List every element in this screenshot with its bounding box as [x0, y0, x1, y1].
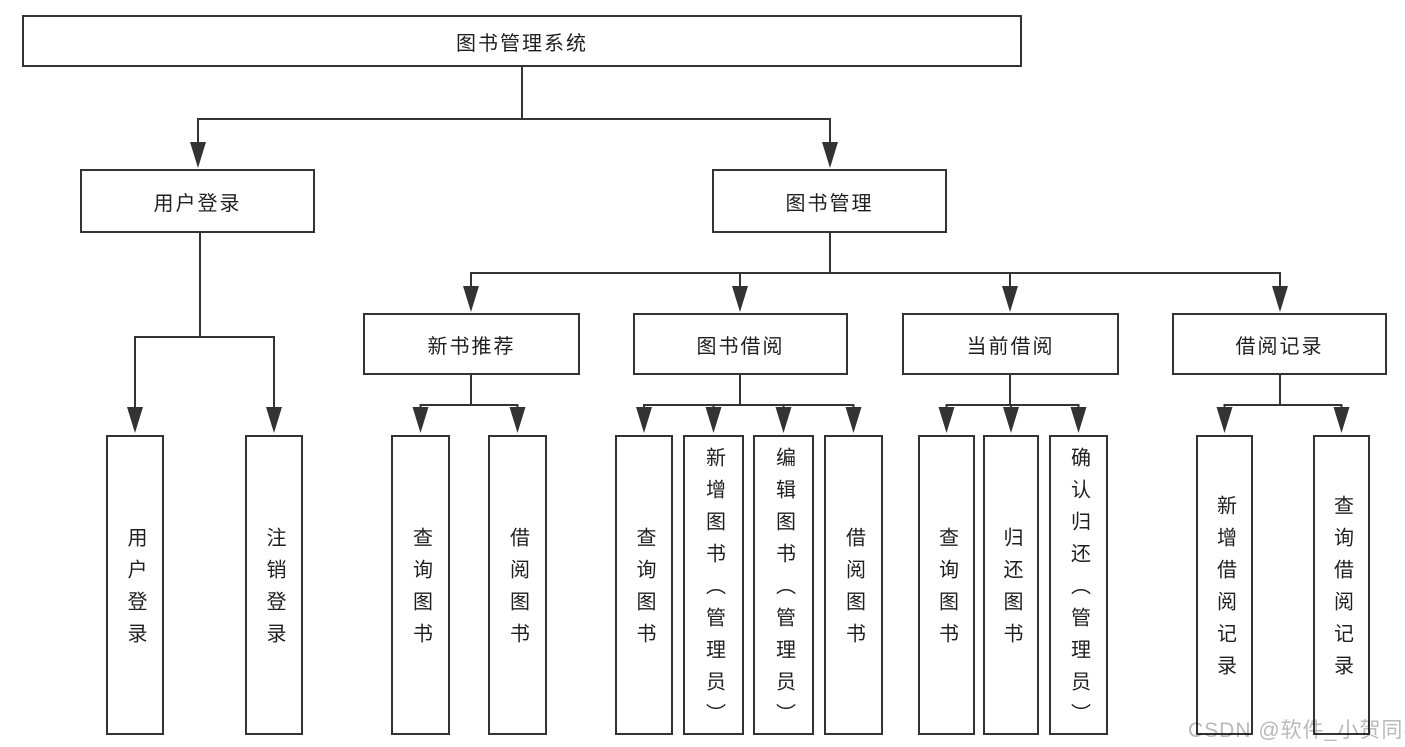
node-book-borrow: 图书借阅	[633, 313, 848, 375]
node-user-login: 用户登录	[80, 169, 315, 233]
leaf-borrow-add-books-admin: 新增图书（管理员）	[683, 435, 744, 735]
leaf-records-add-borrow-record: 新增借阅记录	[1196, 435, 1253, 735]
node-new-book-recommend-label: 新书推荐	[427, 335, 516, 358]
leaf-records-add-borrow-record-label: 新增借阅记录	[1213, 495, 1236, 687]
leaf-logout-label: 注销登录	[263, 527, 285, 655]
node-current-borrow-label: 当前借阅	[966, 335, 1055, 358]
leaf-user-login: 用户登录	[106, 435, 164, 735]
leaf-borrow-borrow-books-label: 借阅图书	[842, 527, 865, 655]
leaf-borrow-edit-books-admin: 编辑图书（管理员）	[753, 435, 814, 735]
leaf-current-query-books-label: 查询图书	[935, 527, 958, 655]
leaf-newbook-borrow-books-label: 借阅图书	[506, 527, 529, 655]
node-book-management: 图书管理	[712, 169, 947, 233]
csdn-watermark: CSDN @软件_小贺同学	[1188, 719, 1405, 742]
leaf-borrow-borrow-books: 借阅图书	[824, 435, 883, 735]
leaf-current-confirm-return-admin-label: 确认归还（管理员）	[1067, 447, 1090, 735]
leaf-current-confirm-return-admin: 确认归还（管理员）	[1049, 435, 1108, 735]
node-borrow-records-label: 借阅记录	[1235, 335, 1324, 358]
arrowheads	[127, 142, 1350, 433]
node-library-system: 图书管理系统	[22, 15, 1022, 67]
node-user-login-label: 用户登录	[153, 192, 242, 215]
leaf-borrow-edit-books-admin-label: 编辑图书（管理员）	[772, 447, 795, 735]
leaf-borrow-query-books: 查询图书	[615, 435, 673, 735]
leaf-newbook-query-books: 查询图书	[391, 435, 450, 735]
leaf-borrow-query-books-label: 查询图书	[633, 527, 655, 655]
leaf-current-return-books: 归还图书	[983, 435, 1039, 735]
leaf-borrow-add-books-admin-label: 新增图书（管理员）	[702, 447, 725, 735]
leaf-user-login-label: 用户登录	[124, 527, 146, 655]
node-library-system-label: 图书管理系统	[456, 32, 588, 55]
node-book-borrow-label: 图书借阅	[696, 335, 785, 358]
leaf-records-query-borrow-record: 查询借阅记录	[1313, 435, 1370, 735]
node-new-book-recommend: 新书推荐	[363, 313, 580, 375]
leaf-current-query-books: 查询图书	[918, 435, 975, 735]
leaf-records-query-borrow-record-label: 查询借阅记录	[1330, 495, 1353, 687]
leaf-newbook-query-books-label: 查询图书	[409, 527, 432, 655]
node-borrow-records: 借阅记录	[1172, 313, 1387, 375]
leaf-logout: 注销登录	[245, 435, 303, 735]
node-current-borrow: 当前借阅	[902, 313, 1119, 375]
leaf-current-return-books-label: 归还图书	[1000, 527, 1022, 655]
leaf-newbook-borrow-books: 借阅图书	[488, 435, 547, 735]
node-book-management-label: 图书管理	[785, 192, 874, 215]
